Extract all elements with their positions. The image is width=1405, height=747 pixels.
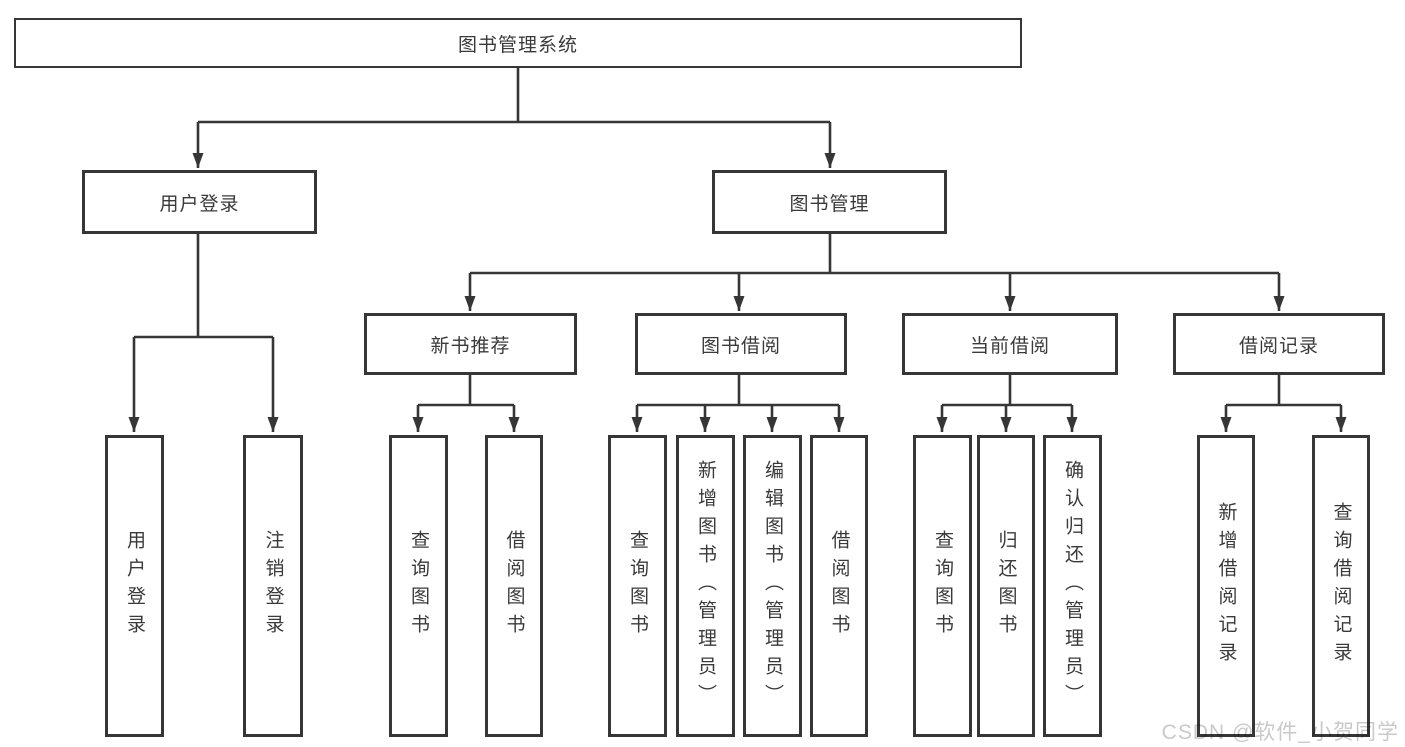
leaf-return-books: 归还图书 bbox=[977, 435, 1035, 737]
node-new-book-recommendation: 新书推荐 bbox=[364, 313, 577, 375]
node-label: 查询图书 bbox=[408, 530, 429, 642]
node-library-management-system: 图书管理系统 bbox=[14, 18, 1022, 68]
node-book-management: 图书管理 bbox=[712, 170, 947, 234]
node-label: 注销登录 bbox=[262, 530, 284, 642]
leaf-add-book-admin: 新增图书（管理员） bbox=[676, 435, 735, 737]
node-label: 图书管理系统 bbox=[457, 34, 578, 56]
leaf-query-books-recommendation: 查询图书 bbox=[389, 435, 448, 737]
node-label: 用户登录 bbox=[159, 193, 240, 215]
leaf-add-borrowing-record: 新增借阅记录 bbox=[1197, 435, 1255, 737]
node-label: 当前借阅 bbox=[969, 335, 1050, 357]
node-borrowing-records: 借阅记录 bbox=[1173, 313, 1385, 375]
node-user-login: 用户登录 bbox=[82, 170, 317, 234]
node-label: 用户登录 bbox=[124, 530, 145, 642]
node-label: 查询借阅记录 bbox=[1330, 502, 1352, 670]
leaf-query-borrowing-record: 查询借阅记录 bbox=[1312, 435, 1370, 737]
node-label: 借阅图书 bbox=[828, 530, 850, 642]
leaf-borrow-books-recommendation: 借阅图书 bbox=[485, 435, 543, 737]
connector-trunks-and-bars bbox=[134, 68, 1341, 407]
csdn-watermark: CSDN @软件_小贺同学 bbox=[1161, 721, 1399, 744]
node-label: 图书管理 bbox=[789, 193, 870, 215]
node-label: 图书借阅 bbox=[700, 335, 781, 357]
node-label: 查询图书 bbox=[627, 530, 648, 642]
leaf-confirm-return-admin: 确认归还（管理员） bbox=[1043, 435, 1102, 737]
node-book-borrowing: 图书借阅 bbox=[635, 313, 847, 375]
node-label: 借阅图书 bbox=[503, 530, 525, 642]
leaf-user-login: 用户登录 bbox=[105, 435, 164, 737]
node-current-borrowing: 当前借阅 bbox=[902, 313, 1118, 375]
node-label: 新书推荐 bbox=[430, 335, 511, 357]
node-label: 确认归还（管理员） bbox=[1062, 460, 1083, 712]
leaf-query-books-current: 查询图书 bbox=[913, 435, 972, 737]
leaf-query-books-borrowing: 查询图书 bbox=[608, 435, 667, 737]
node-label: 新增图书（管理员） bbox=[695, 460, 716, 712]
leaf-edit-book-admin: 编辑图书（管理员） bbox=[743, 435, 802, 737]
leaf-logout: 注销登录 bbox=[243, 435, 303, 737]
node-label: 编辑图书（管理员） bbox=[762, 460, 783, 712]
node-label: 归还图书 bbox=[995, 530, 1017, 642]
node-label: 借阅记录 bbox=[1238, 335, 1319, 357]
leaf-borrow-books: 借阅图书 bbox=[810, 435, 868, 737]
node-label: 新增借阅记录 bbox=[1215, 502, 1237, 670]
node-label: 查询图书 bbox=[932, 530, 953, 642]
